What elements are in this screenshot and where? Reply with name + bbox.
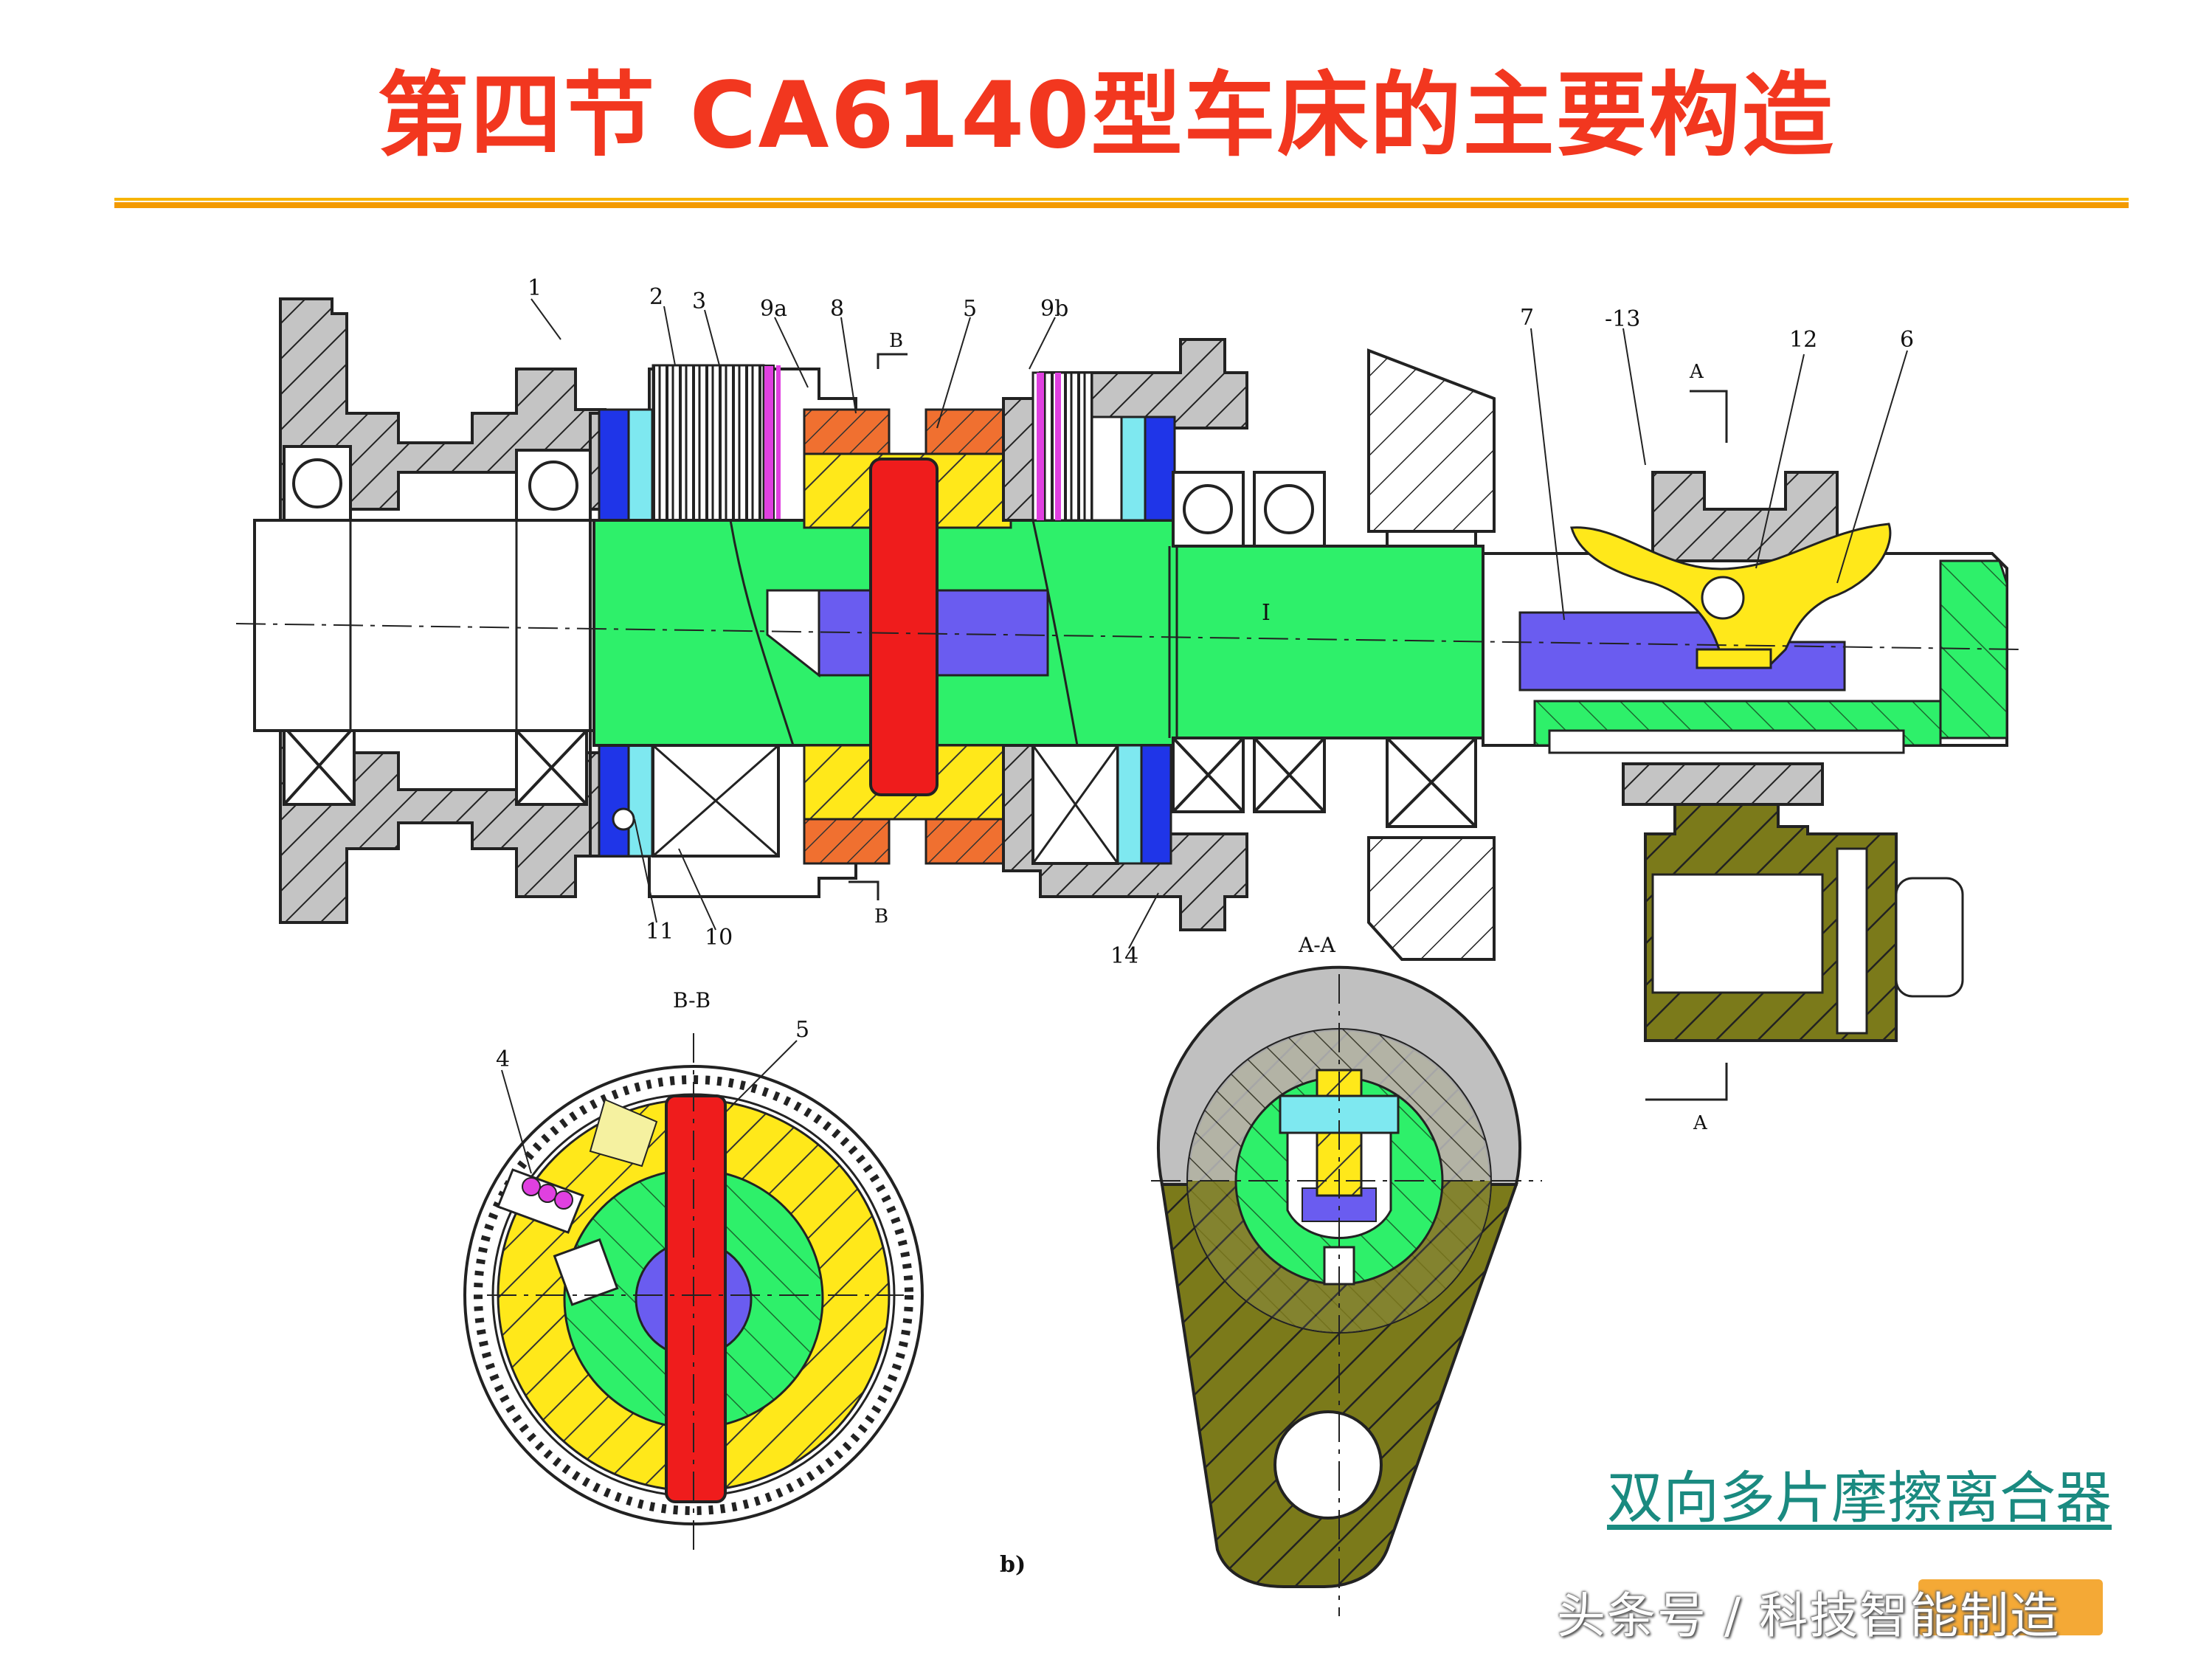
- label-14: 14: [1110, 943, 1138, 969]
- label-2: 2: [649, 284, 663, 310]
- label-3: 3: [692, 289, 706, 314]
- left-bearings: [283, 445, 592, 806]
- label-11: 11: [646, 919, 674, 945]
- label-aa: A-A: [1298, 933, 1336, 957]
- label-a-bottom: A: [1693, 1112, 1708, 1134]
- label-8: 8: [830, 296, 844, 322]
- label-1: 1: [528, 275, 542, 301]
- label-bb-title: B-B: [673, 988, 711, 1013]
- label-7: 7: [1520, 305, 1534, 331]
- sub-caption: b): [1000, 1552, 1026, 1578]
- section-bb: B-B 4 5: [463, 988, 924, 1557]
- label-13: -13: [1605, 306, 1640, 332]
- diagram-caption: 双向多片摩擦离合器: [1607, 1465, 2112, 1531]
- label-bb-5: 5: [795, 1017, 809, 1043]
- watermark-highlight: [1918, 1579, 2103, 1635]
- label-5: 5: [963, 296, 977, 322]
- label-9b: 9b: [1040, 296, 1068, 322]
- label-a-top: A: [1689, 361, 1704, 383]
- section-aa: [1151, 965, 1542, 1616]
- label-6: 6: [1900, 327, 1914, 353]
- label-9a: 9a: [760, 296, 787, 322]
- label-b-top: B: [889, 330, 903, 352]
- label-b-bottom: B: [874, 906, 888, 928]
- slide-title: 第四节 CA6140型车床的主要构造: [377, 63, 1835, 169]
- label-bb-4: 4: [496, 1046, 510, 1072]
- label-12: 12: [1789, 327, 1817, 353]
- title-divider: [114, 198, 2129, 208]
- main-labels: 1 2 3 9a 8 5 9b 7 -13 12 6 B A I 11 10 B…: [528, 275, 1914, 1134]
- label-10: 10: [705, 925, 733, 951]
- watermark: 头条号 / 科技智能制造: [1557, 1587, 2061, 1644]
- label-shaft-i: I: [1262, 600, 1271, 626]
- main-section: [235, 297, 2022, 1101]
